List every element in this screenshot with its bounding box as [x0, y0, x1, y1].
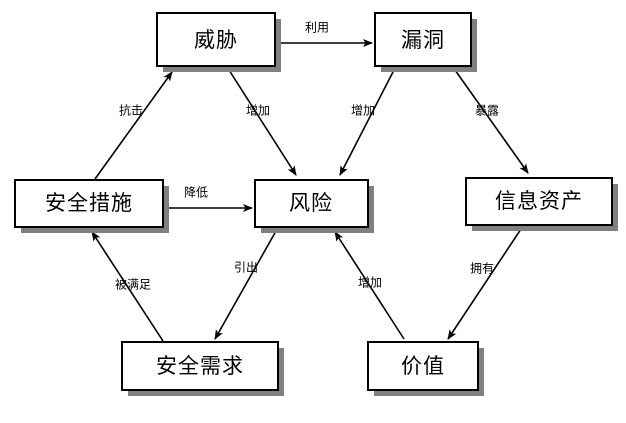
edge-asset-has-value: 拥有: [447, 228, 522, 340]
edge-value-increases-risk: 增加: [334, 231, 405, 340]
node-safeguard-box[interactable]: [14, 179, 164, 228]
edge-label-value-increases-risk: 增加: [358, 276, 382, 290]
edge-label-safeguard-resists-threat: 抗击: [119, 103, 143, 118]
edge-label-vulnerability-increases-risk: 增加: [351, 104, 375, 118]
edge-vulnerability-exposes-asset: 暴露: [454, 69, 529, 174]
node-requirement-label: 安全需求: [156, 354, 244, 378]
edge-label-threat-increases-risk: 增加: [246, 104, 270, 118]
node-value-label: 价值: [401, 354, 445, 378]
edge-risk-derives-requirement: 引出: [214, 230, 277, 340]
node-asset[interactable]: 信息资产: [465, 177, 618, 231]
edge-vulnerability-increases-risk: 增加: [339, 69, 395, 176]
node-value-box[interactable]: [367, 341, 479, 391]
node-safeguard-label: 安全措施: [45, 191, 133, 215]
node-vulnerability[interactable]: 漏洞: [374, 12, 477, 72]
node-risk[interactable]: 风险: [254, 179, 374, 233]
node-asset-box[interactable]: [465, 177, 613, 226]
node-layer: 威胁 漏洞 安全措施 风险 信息资产 安: [14, 12, 618, 396]
edge-label-threat-exploits-vulnerability: 利用: [305, 21, 329, 35]
node-threat[interactable]: 威胁: [156, 12, 281, 72]
node-safeguard[interactable]: 安全措施: [14, 179, 169, 233]
node-vulnerability-box[interactable]: [374, 12, 472, 67]
edge-label-risk-derives-requirement: 引出: [234, 261, 258, 275]
node-threat-box[interactable]: [156, 12, 276, 67]
node-risk-box[interactable]: [254, 179, 369, 228]
node-threat-label: 威胁: [194, 28, 238, 52]
edge-safeguard-reduces-risk: 降低: [166, 186, 253, 212]
node-value[interactable]: 价值: [367, 341, 484, 396]
node-risk-label: 风险: [289, 191, 333, 215]
node-requirement[interactable]: 安全需求: [121, 341, 284, 396]
edge-label-safeguard-reduces-risk: 降低: [184, 186, 208, 200]
node-asset-label: 信息资产: [495, 189, 583, 213]
edge-label-requirement-satisfied-by-safeguard: 被满足: [115, 278, 151, 292]
edge-label-asset-has-value: 拥有: [470, 262, 494, 276]
edge-safeguard-resists-threat: 抗击: [94, 71, 173, 180]
edge-threat-exploits-vulnerability: 利用: [276, 21, 373, 47]
node-requirement-box[interactable]: [121, 341, 279, 391]
edge-threat-increases-risk: 增加: [228, 69, 297, 176]
edge-label-vulnerability-exposes-asset: 暴露: [475, 104, 499, 118]
edge-layer: 利用 抗击 增加 增加 暴露 降低 被满足: [91, 21, 529, 342]
node-vulnerability-label: 漏洞: [401, 28, 445, 52]
edge-requirement-satisfied-by-safeguard: 被满足: [91, 231, 164, 342]
